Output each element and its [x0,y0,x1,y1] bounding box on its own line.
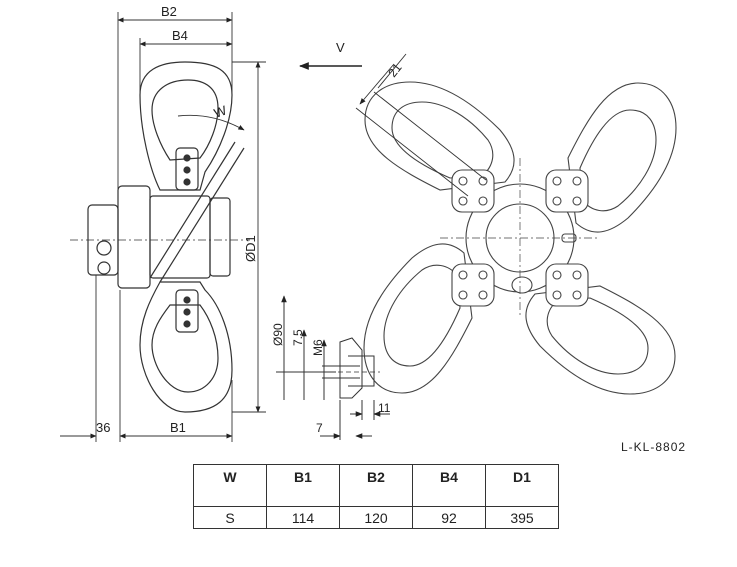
dim-b1-label: B1 [170,420,186,435]
dim-36-label: 36 [96,420,110,435]
dim-m6-label: M6 [311,339,325,356]
side-view [70,61,250,413]
spec-table: W B1 B2 B4 D1 S 114 120 92 395 [193,464,559,529]
header-b2: B2 [339,464,413,507]
dim-11-label: 11 [378,401,391,415]
detail-dimension-labels: Ø90 7.5 M6 11 7 [271,323,391,435]
cell-b4: 92 [412,506,486,529]
side-dimensions [60,12,266,442]
header-w: W [193,464,267,507]
header-d1: D1 [485,464,559,507]
side-dimension-labels: B2 B4 W ØD1 36 B1 [96,4,258,435]
header-b4: B4 [412,464,486,507]
cell-b2: 120 [339,506,413,529]
dim-d1-label: ØD1 [243,235,258,262]
airflow-direction: V [299,40,362,70]
spec-table-header: W B1 B2 B4 D1 [193,464,559,507]
side-motor-body [117,185,151,289]
header-b1: B1 [266,464,340,507]
front-blade [364,81,515,191]
cell-w: S [193,506,267,529]
mounting-detail [276,295,390,440]
dim-d90-label: Ø90 [271,323,285,346]
dim-7-5-label: 7.5 [291,329,305,346]
cell-d1: 395 [485,506,559,529]
fan-technical-drawing: B2 B4 W ØD1 36 B1 V Ø90 7.5 M6 11 7 [60,4,677,442]
side-blade-upper [139,61,233,191]
dim-b4-label: B4 [172,28,188,43]
front-view [363,81,677,395]
airflow-v-label: V [336,40,345,55]
dim-21-label: 21 [385,60,404,79]
spec-table-row: S 114 120 92 395 [193,506,559,529]
bolt-pad [451,169,495,213]
dim-w-label: W [212,102,229,121]
dim-b2-label: B2 [161,4,177,19]
drawing-reference: L-KL-8802 [621,440,687,454]
front-dimension-21 [355,53,487,197]
cell-b1: 114 [266,506,340,529]
dim-7-label: 7 [316,421,323,435]
side-blade-lower [139,281,233,413]
